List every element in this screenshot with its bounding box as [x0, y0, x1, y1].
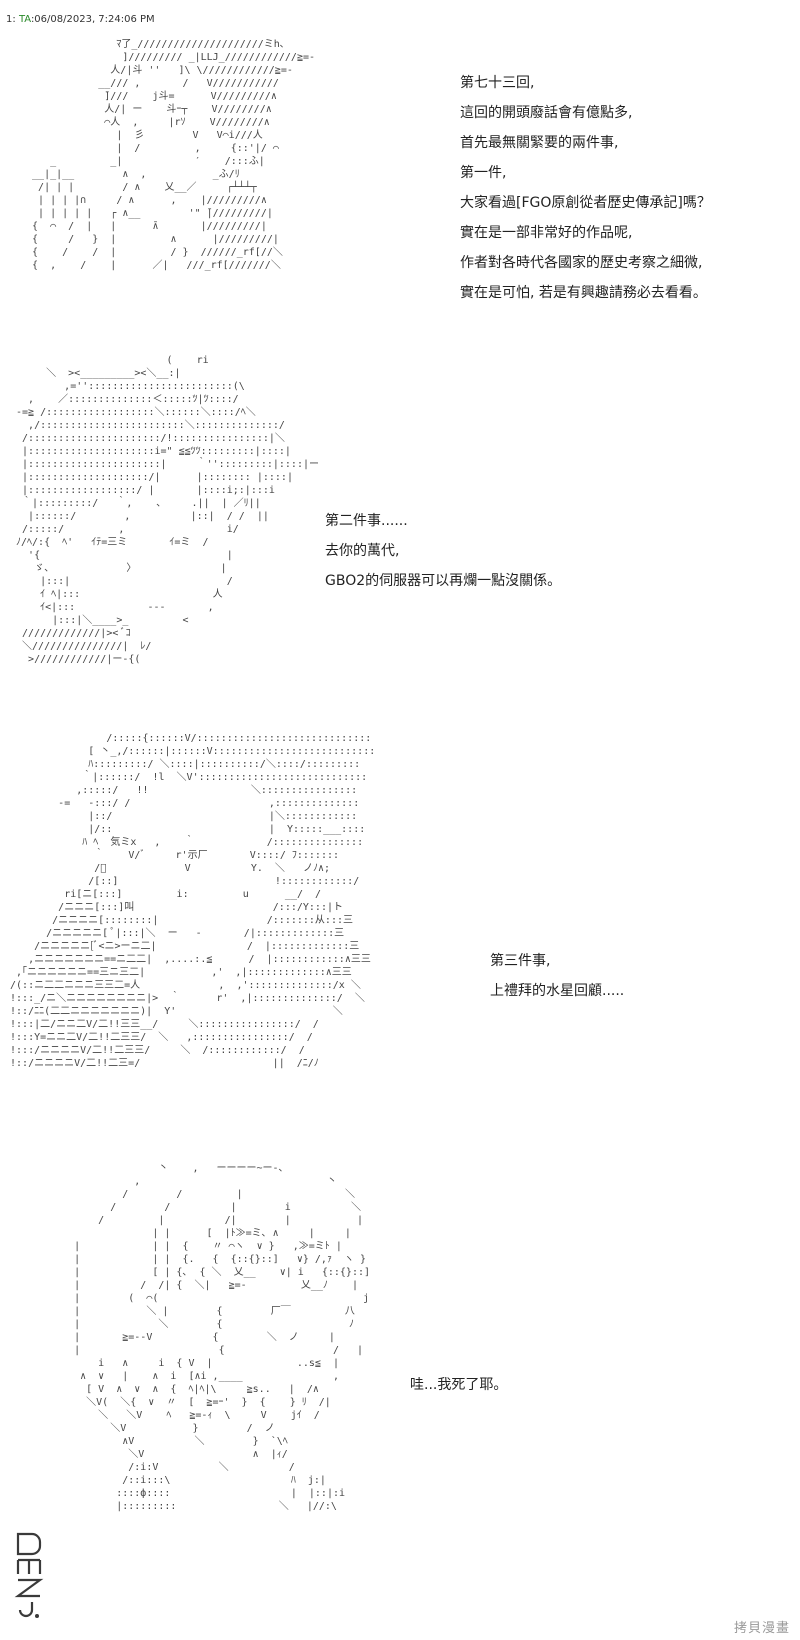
dialogue-line: 首先最無關緊要的兩件事,	[460, 135, 619, 151]
watermark: 拷貝漫畫	[733, 1621, 790, 1636]
ascii-art-character-3: /:::::{::::::V/:::::::::::::::::::::::::…	[10, 733, 376, 1069]
dialogue-line: 上禮拜的水星回顧.....	[490, 983, 625, 999]
dialogue-line: 這回的開頭廢話會有億點多,	[460, 105, 633, 121]
dialogue-line: 第三件事,	[490, 953, 551, 969]
panel-1: ﾏ了_/////////////////////ミh､ ]///////// _…	[0, 0, 800, 340]
dialogue-line: 第一件,	[460, 165, 507, 181]
post-header: 1: TA:06/08/2023, 7:24:06 PM	[6, 14, 155, 25]
post-number: 1	[6, 14, 13, 25]
dmzj-logo-icon	[14, 1532, 44, 1618]
panel-3: /:::::{::::::V/:::::::::::::::::::::::::…	[0, 720, 800, 1150]
post-timestamp: :06/08/2023, 7:24:06 PM	[30, 14, 155, 25]
dialogue-line: 哇...我死了耶。	[410, 1377, 508, 1393]
dialogue-line: 第七十三回,	[460, 75, 535, 91]
dialogue-line: 作者對各時代各國家的歷史考察之細微,	[460, 255, 703, 271]
dialogue-line: 實在是可怕, 若是有興趣請務必去看看。	[460, 285, 707, 301]
dialogue-line: 第二件事......	[325, 513, 408, 529]
dialogue-line: GBO2的伺服器可以再爛一點沒關係。	[325, 573, 562, 589]
dialogue-line: 實在是一部非常好的作品呢,	[460, 225, 633, 241]
panel-2: ( ri ＼ ><_________><＼__:| ,=''::::::::::…	[0, 340, 800, 710]
dialogue-3: 第三件事, 上禮拜的水星回顧.....	[490, 946, 624, 1006]
dialogue-2: 第二件事...... 去你的萬代, GBO2的伺服器可以再爛一點沒關係。	[325, 506, 561, 596]
panel-4: 丶 , ーーーー~ー-､ , 丶 / / | ＼ / / | i ＼ / | /…	[0, 1150, 800, 1640]
dialogue-line: 大家看過[FGO原創從者歷史傳承記]嗎？	[460, 195, 711, 211]
ascii-art-character-1: ﾏ了_/////////////////////ミh､ ]///////// _…	[32, 39, 316, 271]
dialogue-1: 第七十三回, 這回的開頭廢話會有億點多, 首先最無關緊要的兩件事, 第一件, 大…	[460, 68, 711, 308]
ascii-art-character-2: ( ri ＼ ><_________><＼__:| ,=''::::::::::…	[16, 355, 320, 665]
ascii-art-character-4: 丶 , ーーーー~ー-､ , 丶 / / | ＼ / / | i ＼ / | /…	[74, 1163, 370, 1512]
dialogue-4: 哇...我死了耶。	[410, 1370, 507, 1400]
poster-name: TA	[18, 14, 31, 25]
dialogue-line: 去你的萬代,	[325, 543, 400, 559]
